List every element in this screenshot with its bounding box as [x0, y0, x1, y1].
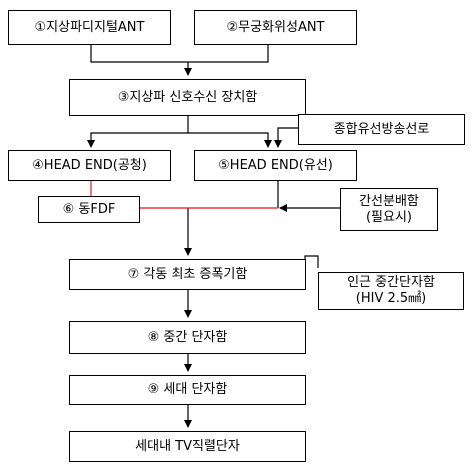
- node-cable-line: 종합유선방송선로: [298, 114, 465, 145]
- connector-n1-merge: [90, 45, 188, 63]
- node-receiver-box-label: ③지상파 신호수신 장치함: [117, 89, 258, 105]
- node-household-terminal-label: ⑨ 세대 단자함: [147, 382, 228, 398]
- node-tv-outlet: 세대내 TV직렬단자: [69, 431, 306, 462]
- node-satellite-ant-label: ②무궁화위성ANT: [226, 19, 325, 35]
- arrow-cable-to-n5: [274, 127, 298, 148]
- node-nearby-terminal-line2: (HIV 2.5㎟): [355, 291, 427, 306]
- node-digital-ant-label: ①지상파디지털ANT: [34, 19, 145, 35]
- node-trunk-distributor-line1: 간선분배함: [359, 193, 419, 209]
- arrow-n3-to-n5: [188, 132, 272, 148]
- node-fdf-label: ⑥ 동FDF: [62, 201, 116, 217]
- node-fdf: ⑥ 동FDF: [38, 196, 140, 223]
- node-receiver-box: ③지상파 신호수신 장치함: [69, 79, 306, 116]
- node-nearby-terminal: 인근 중간단자함 (HIV 2.5㎟): [318, 272, 464, 310]
- node-headend-common-label: ④HEAD END(공청): [32, 157, 147, 173]
- node-digital-ant: ①지상파디지털ANT: [8, 10, 171, 45]
- node-nearby-terminal-line1: 인근 중간단자함: [347, 275, 435, 291]
- node-household-terminal: ⑨ 세대 단자함: [69, 375, 306, 405]
- node-middle-terminal-label: ⑧ 중간 단자함: [147, 329, 228, 345]
- node-first-amplifier: ⑦ 각동 최초 증폭기함: [69, 259, 306, 290]
- node-first-amplifier-label: ⑦ 각동 최초 증폭기함: [127, 266, 248, 282]
- node-headend-cable: ⑤HEAD END(유선): [194, 150, 357, 181]
- node-trunk-distributor: 간선분배함 (필요시): [340, 188, 438, 231]
- node-headend-cable-label: ⑤HEAD END(유선): [218, 157, 333, 173]
- connector-n2-merge: [188, 45, 269, 63]
- node-headend-common: ④HEAD END(공청): [8, 150, 171, 181]
- node-trunk-distributor-line2: (필요시): [365, 209, 413, 225]
- node-cable-line-label: 종합유선방송선로: [333, 121, 430, 137]
- arrow-n3-to-n4: [87, 116, 189, 148]
- connector-side-mid: [304, 255, 319, 272]
- node-tv-outlet-label: 세대내 TV직렬단자: [135, 438, 240, 454]
- node-satellite-ant: ②무궁화위성ANT: [194, 10, 357, 45]
- node-middle-terminal: ⑧ 중간 단자함: [69, 321, 306, 354]
